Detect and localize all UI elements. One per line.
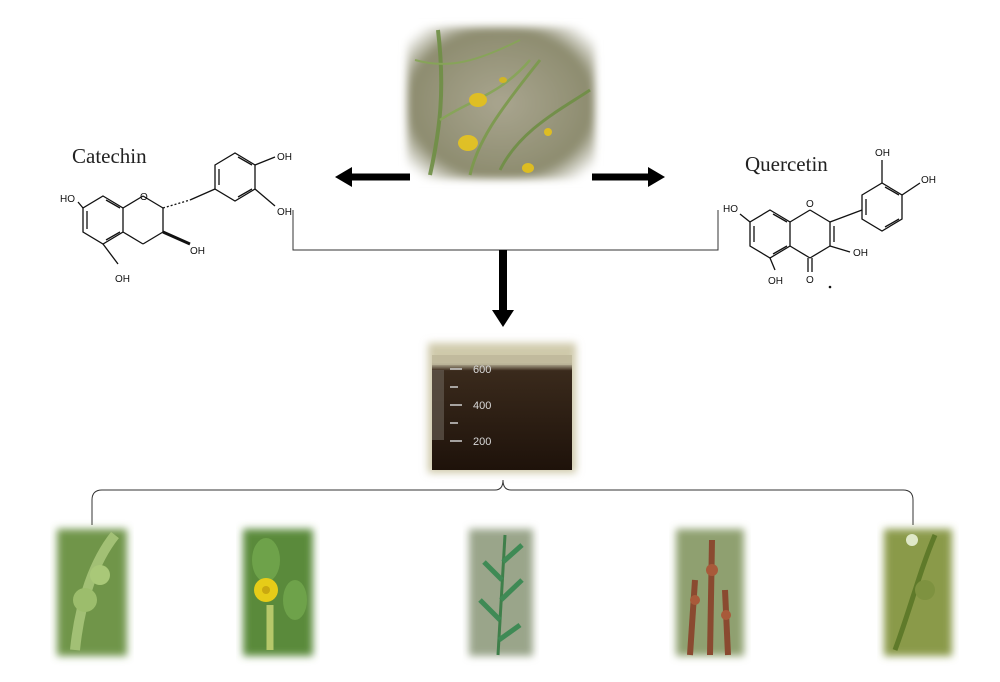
quercetin-oh-4: OH	[853, 248, 868, 259]
quercetin-ho: HO	[723, 204, 738, 215]
quercetin-oh-2: OH	[921, 175, 936, 186]
catechin-oh-3: OH	[115, 274, 130, 285]
quercetin-oh-1: OH	[875, 148, 890, 159]
target-weeds-bracket	[91, 479, 914, 528]
quercetin-oh-3: OH	[768, 276, 783, 287]
quercetin-carbonyl-o: O	[806, 275, 814, 286]
catechin-ho: HO	[60, 194, 75, 205]
weed-photo-3	[465, 525, 537, 660]
stray-dot	[828, 285, 832, 289]
compound-connector-bracket	[292, 210, 719, 251]
down-arrow	[492, 250, 514, 327]
weed-photo-4	[672, 525, 748, 660]
quercetin-ring-o: O	[806, 199, 814, 210]
extract-beaker-photo	[423, 338, 581, 478]
catechin-oh-4: OH	[190, 246, 205, 257]
weed-photo-5	[880, 525, 956, 660]
right-arrow	[592, 167, 665, 187]
weed-photo-2	[239, 525, 317, 660]
catechin-oh-1: OH	[277, 152, 292, 163]
quercetin-structure	[739, 160, 921, 272]
catechin-structure	[77, 152, 276, 265]
left-arrow	[335, 167, 410, 187]
beaker-mark-600: 600	[473, 364, 491, 376]
beaker-mark-200: 200	[473, 436, 491, 448]
quercetin-label: Quercetin	[745, 152, 828, 176]
weed-photo-1	[53, 525, 131, 660]
beaker-mark-400: 400	[473, 400, 491, 412]
catechin-label: Catechin	[72, 144, 147, 168]
catechin-ring-o: O	[140, 192, 148, 203]
source-plant-photo	[402, 22, 600, 184]
catechin-oh-2: OH	[277, 207, 292, 218]
